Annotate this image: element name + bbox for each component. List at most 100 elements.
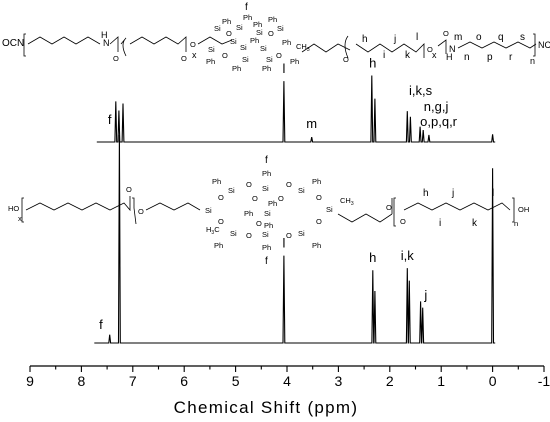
si-4: Si [277, 24, 284, 33]
ph-10: Ph [262, 64, 271, 73]
ester-o-top: O [181, 54, 187, 63]
si-7: Si [260, 44, 267, 53]
o-b3: O [218, 193, 224, 202]
peak-label-top-5: n,g,j [424, 99, 449, 114]
label-j-top: j [393, 34, 396, 45]
carbonyl-o-top-2: O [443, 29, 449, 38]
ph-b7: Ph [214, 241, 223, 250]
o-b7: O [218, 217, 224, 226]
n-atom-top: N [103, 38, 110, 48]
o-5: O [343, 55, 349, 64]
ch3-bottom: CH3 [340, 196, 354, 207]
nh-label-top-2: H [446, 52, 453, 62]
si-6: Si [240, 43, 247, 52]
repeat-n-bottom: n [514, 219, 518, 228]
label-s-top: s [520, 32, 525, 43]
label-n-top: n [464, 52, 470, 63]
ph-7: Ph [206, 57, 215, 66]
paren-open-bottom [21, 197, 24, 223]
label-i-top: i [383, 50, 385, 61]
tick-label-1: 1 [437, 373, 445, 389]
end-group-oh: OH [518, 205, 529, 214]
repeat-x-top-2: x [432, 50, 437, 60]
si-b8: Si [262, 230, 269, 239]
tick-label-8: 8 [78, 373, 86, 389]
o-b4: O [252, 194, 258, 203]
end-group-ocn: OCN [2, 38, 24, 49]
spectrum-bottom [94, 134, 496, 344]
tick-label--1: -1 [538, 373, 550, 389]
hexamethylene-chain-right [457, 41, 537, 49]
ph-1: Ph [243, 13, 252, 22]
end-group-ho: HO [8, 204, 19, 213]
ester-o2-top: O [190, 40, 196, 49]
ester-o3-top: O [427, 45, 433, 54]
ph-b8: Ph [262, 243, 271, 252]
peak-label-bottom-1: l [282, 236, 285, 251]
ester-o-bottom: O [138, 207, 144, 216]
peak-label-top-2: l [282, 61, 285, 76]
o-b1: O [246, 180, 252, 189]
ch3-top: CH3 [296, 42, 310, 53]
tick-label-5: 5 [232, 373, 240, 389]
paren-open-1 [120, 37, 127, 57]
peak-label-top-4: i,k,s [409, 83, 433, 98]
propyl-linker-right [301, 35, 351, 59]
spectrum-top [96, 75, 496, 143]
o-b5: O [278, 194, 284, 203]
bracket-bottom-left [132, 197, 137, 225]
label-k-top: k [405, 50, 411, 61]
caprolactone-chain-bottom-right [403, 197, 515, 223]
label-f-top: f [245, 2, 248, 13]
ph-b4: Ph [268, 199, 277, 208]
si-10: Si [266, 55, 273, 64]
label-f-bottom: f [265, 155, 268, 166]
tick-label-6: 6 [180, 373, 188, 389]
peak-label-bottom-0: f [99, 317, 103, 332]
tick-label-7: 7 [129, 373, 137, 389]
o-4: O [276, 51, 282, 60]
o-1: O [226, 29, 232, 38]
propyl-linker-left [197, 36, 233, 45]
carbonyl-o-bottom: O [126, 185, 132, 194]
urethane-bond [109, 36, 119, 52]
ester-o-bottom-2: O [386, 203, 392, 212]
label-l-top: l [416, 32, 418, 43]
peak-label-top-0: f [108, 112, 112, 127]
label-h-bottom: h [423, 188, 429, 199]
caprolactone-chain-right [355, 43, 425, 58]
carbonyl-o-top: O [113, 54, 119, 63]
label-m-top: m [454, 32, 462, 43]
peak-label-bottom-3: i,k [401, 248, 415, 263]
tick-label-2: 2 [386, 373, 394, 389]
repeat-x-bottom: x [18, 214, 22, 223]
si-b9: Si [298, 229, 305, 238]
si-b2: Si [262, 184, 269, 193]
nh-label-top: H [101, 30, 108, 40]
end-group-nco: NCO [538, 40, 550, 50]
ph-4: Ph [268, 15, 277, 24]
si-b6: Si [264, 209, 271, 218]
o-b10: O [246, 231, 252, 240]
ph-2: Ph [253, 20, 262, 29]
bottom-structure: HO x O O f Ph Ph Ph O O Si Si Si O O O O… [8, 155, 529, 267]
si-b7: Si [230, 229, 237, 238]
tick-label-3: 3 [335, 373, 343, 389]
hexamethylene-chain [23, 33, 101, 57]
paren-close-top [533, 33, 536, 57]
label-j-bottom: j [451, 188, 454, 199]
peak-label-top-1: m [306, 116, 317, 131]
si-9: Si [242, 55, 249, 64]
si-b3: Si [298, 186, 305, 195]
ph-6: Ph [282, 38, 291, 47]
tick-label-4: 4 [283, 373, 291, 389]
label-o-top: o [476, 32, 482, 43]
ph-b5: Ph [244, 209, 253, 218]
label-k-bottom: k [472, 218, 478, 229]
ph-5: Ph [250, 36, 259, 45]
o-b2: O [286, 180, 292, 189]
repeat-x-top: x [192, 50, 197, 60]
ph-b6: Ph [264, 221, 273, 230]
o-b9: O [316, 217, 322, 226]
